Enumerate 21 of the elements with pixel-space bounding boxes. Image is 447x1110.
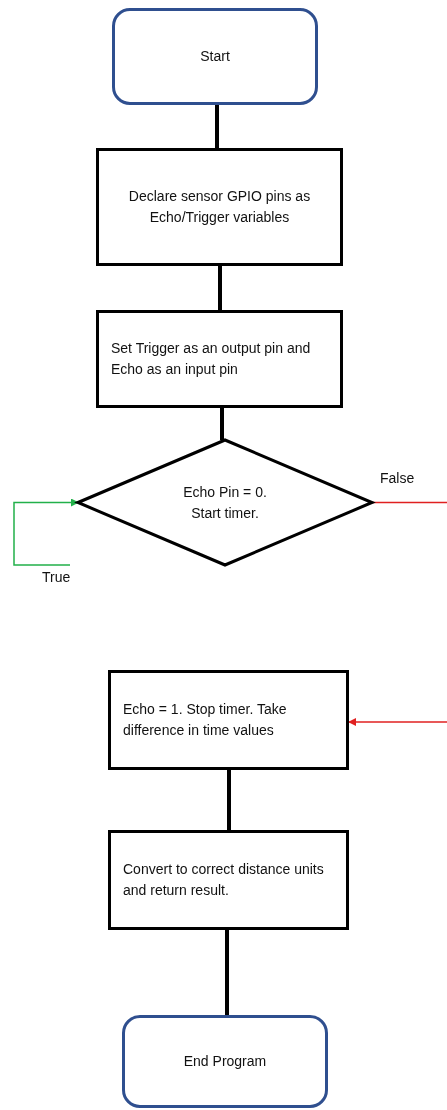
process-box [108,830,349,930]
edge-label: False [378,470,417,486]
process-box [96,310,343,408]
node-text: Set Trigger as an output pin and Echo as an input pin [111,339,312,379]
node-text: End Program [183,1052,267,1071]
node-text: Convert to correct distance units and return result. [123,860,325,900]
connector-line [215,105,219,148]
process-box [108,670,349,770]
terminal-box [112,8,318,105]
connector-line [225,930,229,1015]
arrow [13,498,79,566]
node-text: Declare sensor GPIO pins as Echo/Trigger variables [127,187,312,227]
connector-line [227,770,231,830]
terminal-box [122,1015,328,1108]
process-box [96,148,343,266]
arrow [348,718,447,726]
node-text: Start [200,47,230,66]
connector-line [218,266,222,310]
edge-label: True [40,569,73,585]
connector-line [220,408,224,440]
node-text: Echo = 1. Stop timer. Take difference in time values [123,700,288,740]
